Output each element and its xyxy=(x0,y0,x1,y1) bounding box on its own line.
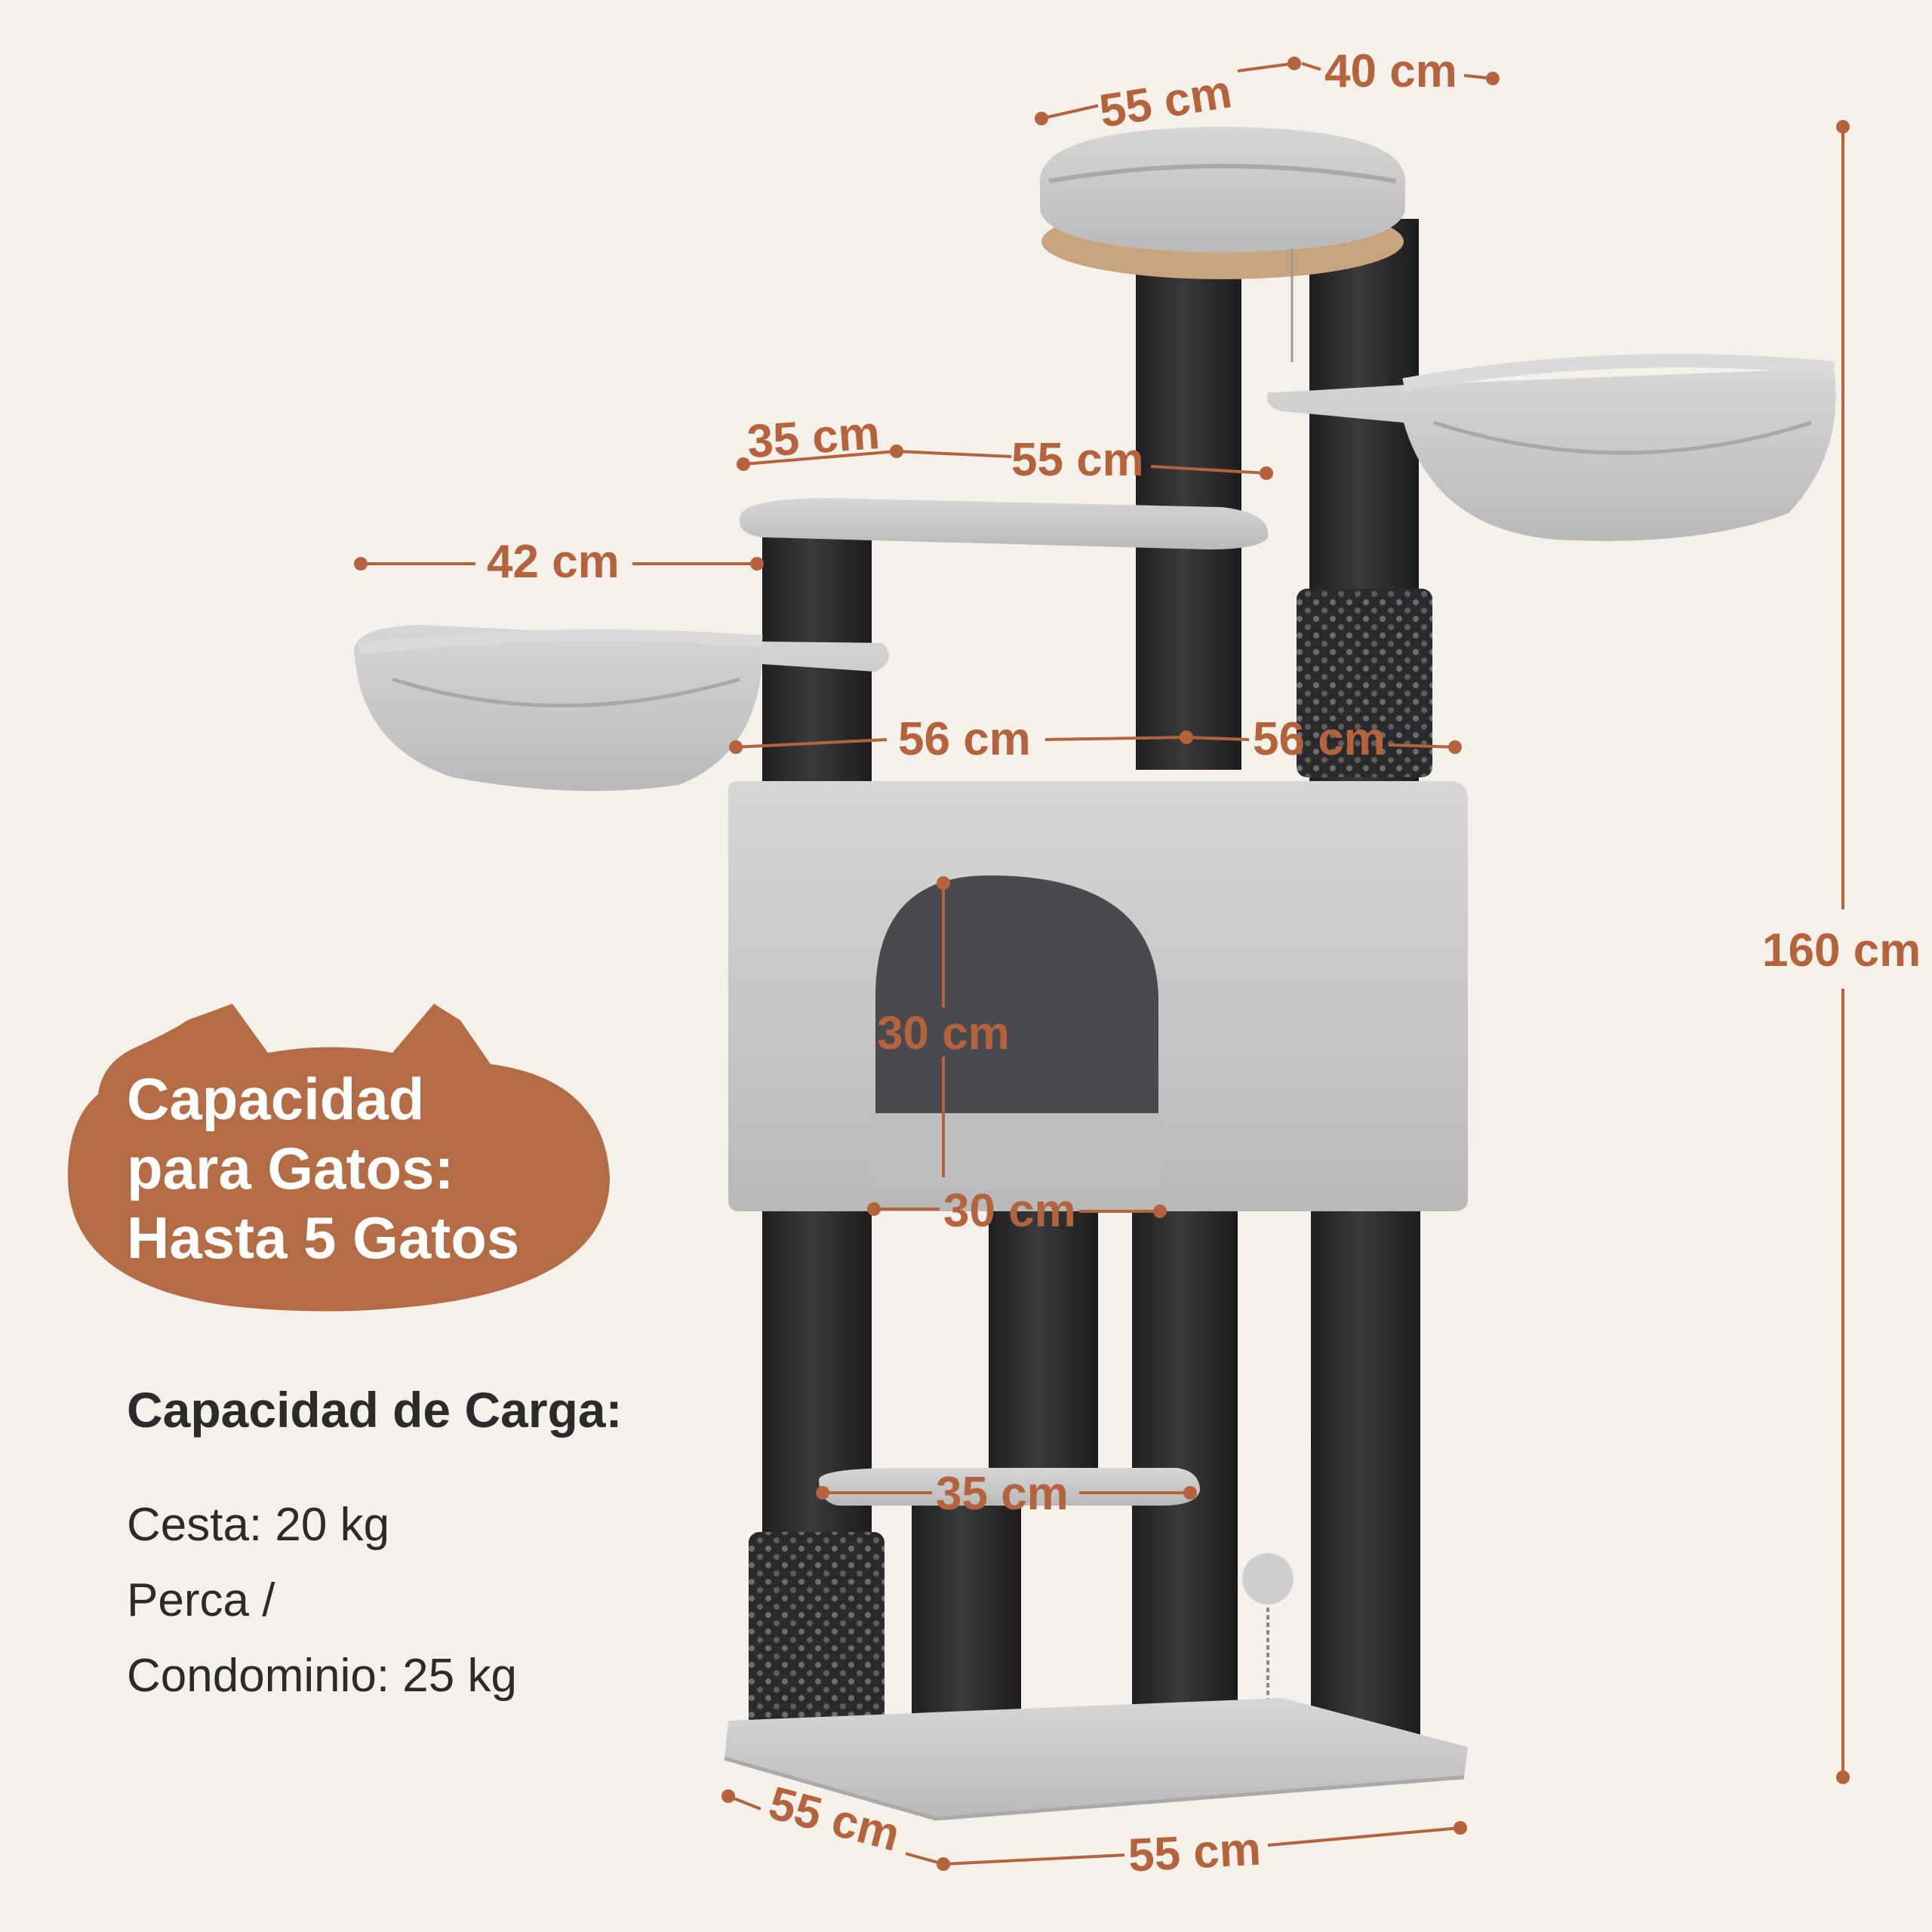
badge-line-2: para Gatos: xyxy=(127,1135,454,1201)
condo xyxy=(728,781,1468,1211)
dim-base-width: 55 cm xyxy=(1127,1823,1262,1882)
load-capacity-basket: Cesta: 20 kg xyxy=(127,1499,390,1551)
left-post-scratcher xyxy=(749,1532,884,1728)
post-center-right-lower xyxy=(1132,1208,1238,1713)
right-basket xyxy=(1267,353,1836,541)
dim-low-platform-width: 35 cm xyxy=(936,1468,1069,1520)
badge-line-1: Capacidad xyxy=(127,1066,425,1132)
left-basket xyxy=(354,625,889,791)
load-capacity-title: Capacidad de Carga: xyxy=(127,1382,623,1438)
mid-platform xyxy=(739,498,1269,549)
dimension-lines xyxy=(354,57,1850,1871)
load-capacity-perch: Perca / xyxy=(127,1574,275,1626)
post-right-lower xyxy=(1311,1208,1420,1751)
top-perch xyxy=(1040,127,1405,279)
dim-condo-door-height: 30 cm xyxy=(877,1008,1010,1060)
badge-line-3: Hasta 5 Gatos xyxy=(127,1204,520,1271)
dim-condo-door-width: 30 cm xyxy=(943,1185,1076,1237)
dim-left-span: 56 cm xyxy=(898,713,1031,765)
dim-right-span: 56 cm xyxy=(1253,713,1386,765)
dim-total-height: 160 cm xyxy=(1762,924,1921,977)
dim-mid-platform-width: 55 cm xyxy=(1011,434,1144,486)
toy-ball xyxy=(1242,1553,1294,1604)
low-platform xyxy=(819,1468,1200,1506)
dim-mid-platform-depth: 35 cm xyxy=(746,407,881,468)
load-capacity-condo: Condominio: 25 kg xyxy=(127,1650,517,1702)
right-post-scratcher xyxy=(1297,589,1432,777)
cat-capacity-text: Capacidad para Gatos: Hasta 5 Gatos xyxy=(127,1064,610,1272)
post-center-lower xyxy=(989,1208,1098,1479)
dim-top-perch-width: 40 cm xyxy=(1324,45,1457,97)
cat-head-badge xyxy=(67,1004,611,1312)
dim-left-basket-width: 42 cm xyxy=(487,536,620,588)
base xyxy=(724,1698,1468,1821)
